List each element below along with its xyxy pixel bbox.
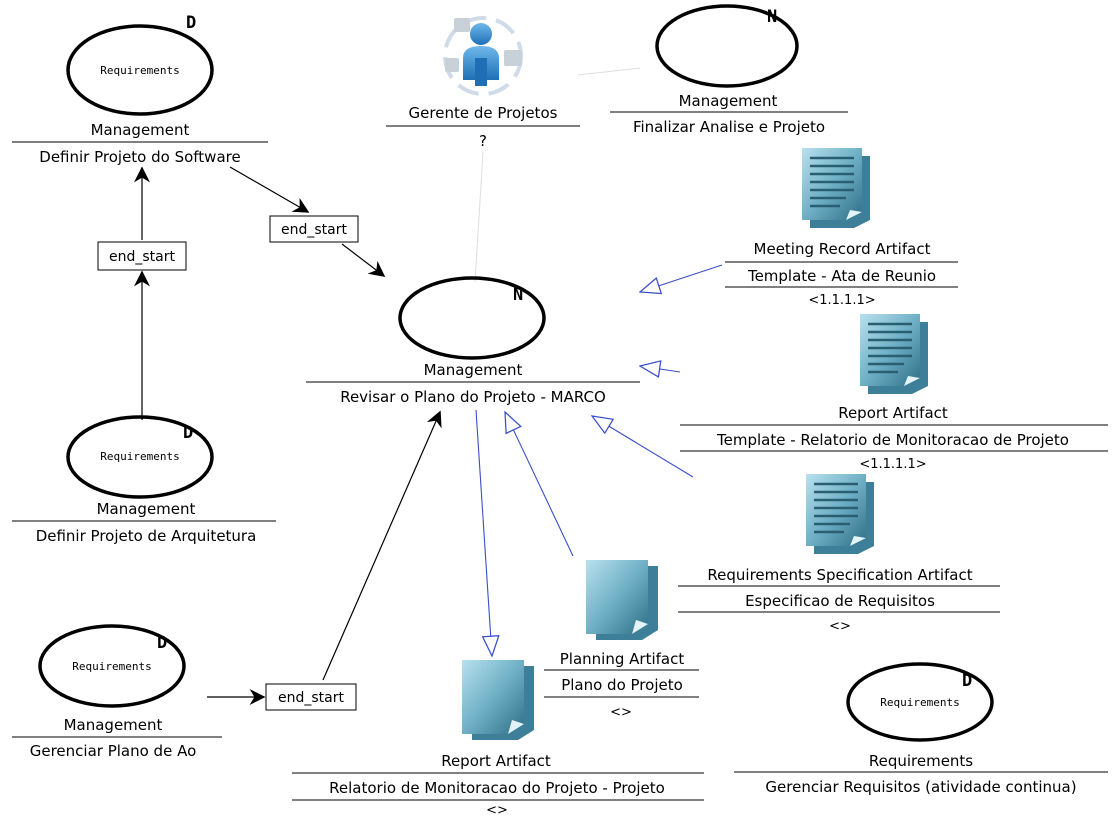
relation-box — [97, 241, 187, 271]
document-icon — [806, 474, 874, 554]
artifact-version: <> — [829, 619, 851, 634]
document-icon — [802, 148, 870, 228]
artifact-name: Especificao de Requisitos — [745, 592, 935, 610]
artifact-name: Plano do Projeto — [561, 676, 683, 694]
activity-role: Management — [424, 361, 523, 379]
activity-ellipse — [66, 24, 214, 116]
endstart-to-revisar-link — [341, 243, 386, 277]
activity-name: Gerenciar Plano de Ao — [30, 742, 197, 760]
activity-gerenciar-requisitos[interactable]: Requirements D Requirements Gerenciar Re… — [734, 662, 1108, 796]
activity-ellipse — [38, 624, 186, 708]
artifact-report-projeto[interactable]: Report Artifact Relatorio de Monitoracao… — [292, 660, 704, 816]
decision-badge: D — [186, 13, 196, 33]
activity-definir-projeto-arquitetura[interactable]: Requirements D Management Definir Projet… — [12, 415, 276, 545]
activity-name: Gerenciar Requisitos (atividade continua… — [765, 778, 1076, 796]
artifact-version: <> — [610, 705, 632, 720]
role-to-finalizar-link — [577, 67, 641, 76]
activity-finalizar-analise[interactable]: N Management Finalizar Analise e Projeto — [610, 4, 848, 136]
relation-box — [269, 215, 359, 243]
role-links — [474, 67, 641, 283]
meeting-record-link — [640, 264, 723, 292]
decision-badge: D — [962, 671, 972, 691]
artifact-type: Report Artifact — [838, 404, 948, 422]
activity-revisar-plano[interactable]: N Management Revisar o Plano do Projeto … — [306, 276, 640, 406]
activity-stereotype: Requirements — [880, 696, 959, 709]
role-to-revisar-link — [474, 151, 484, 283]
relation-end-start-plano-ao[interactable]: end_start — [265, 683, 357, 711]
artifact-links — [475, 264, 723, 656]
artifact-meeting-record[interactable]: Meeting Record Artifact Template - Ata d… — [725, 148, 958, 308]
activity-name: Definir Projeto do Software — [39, 148, 240, 166]
endstart-to-revisar-link-2 — [322, 410, 442, 681]
decision-badge: D — [183, 423, 193, 443]
dependency-links — [134, 166, 442, 705]
artifact-report-template[interactable]: Report Artifact Template - Relatorio de … — [680, 314, 1108, 472]
artifact-name: Template - Ata de Reunio — [747, 267, 936, 285]
planning-link — [505, 412, 574, 557]
revisar-to-report-projeto-link — [475, 409, 492, 656]
report-template-link — [640, 366, 681, 372]
activity-role: Management — [91, 121, 190, 139]
activity-role: Requirements — [869, 752, 973, 770]
artifact-name: Template - Relatorio de Monitoracao de P… — [716, 431, 1069, 449]
artifact-version: <> — [486, 803, 508, 816]
activity-role: Management — [97, 500, 196, 518]
activity-role: Management — [64, 716, 163, 734]
activity-name: Revisar o Plano do Projeto - MARCO — [340, 388, 606, 406]
normal-badge: N — [767, 7, 777, 27]
activity-stereotype: Requirements — [100, 64, 179, 77]
artifact-version: <1.1.1.1> — [859, 457, 926, 472]
activity-ellipse — [655, 4, 799, 88]
activity-ellipse — [66, 415, 214, 499]
project-manager-icon — [443, 16, 523, 96]
relation-label: end_start — [278, 690, 344, 706]
artifact-type: Report Artifact — [441, 752, 551, 770]
artifact-planning[interactable]: Planning Artifact Plano do Projeto <> — [544, 560, 699, 720]
blank-document-icon — [462, 660, 534, 740]
role-name: Gerente de Projetos — [409, 104, 558, 122]
activity-ellipse — [846, 662, 994, 742]
activity-definir-projeto-software[interactable]: Requirements D Management Definir Projet… — [12, 13, 268, 166]
role-value: ? — [479, 132, 487, 150]
activity-role: Management — [679, 92, 778, 110]
artifact-requirements-spec[interactable]: Requirements Specification Artifact Espe… — [678, 474, 1000, 634]
activity-name: Finalizar Analise e Projeto — [633, 118, 825, 136]
relation-label: end_start — [281, 222, 347, 238]
activity-stereotype: Requirements — [100, 450, 179, 463]
relation-label: end_start — [109, 249, 175, 265]
artifact-type: Planning Artifact — [560, 650, 685, 668]
activity-stereotype: Requirements — [72, 660, 151, 673]
document-icon — [860, 314, 928, 394]
relation-end-start-arquitetura[interactable]: end_start — [97, 241, 187, 271]
artifact-type: Meeting Record Artifact — [754, 240, 931, 258]
requirements-spec-link — [592, 416, 694, 478]
relation-end-start-software[interactable]: end_start — [269, 215, 359, 243]
blank-document-icon — [586, 560, 658, 640]
decision-badge: D — [157, 633, 167, 653]
artifact-version: <1.1.1.1> — [808, 293, 875, 308]
activity-name: Definir Projeto de Arquitetura — [36, 527, 257, 545]
role-gerente-de-projetos[interactable]: Gerente de Projetos ? — [386, 16, 580, 150]
software-to-endstart-link — [229, 166, 310, 213]
activity-ellipse — [398, 276, 546, 360]
artifact-name: Relatorio de Monitoracao do Projeto - Pr… — [329, 779, 665, 797]
normal-badge: N — [513, 285, 523, 305]
relation-box — [265, 683, 357, 711]
activity-gerenciar-plano-ao[interactable]: Requirements D Management Gerenciar Plan… — [12, 624, 222, 760]
artifact-type: Requirements Specification Artifact — [707, 566, 972, 584]
